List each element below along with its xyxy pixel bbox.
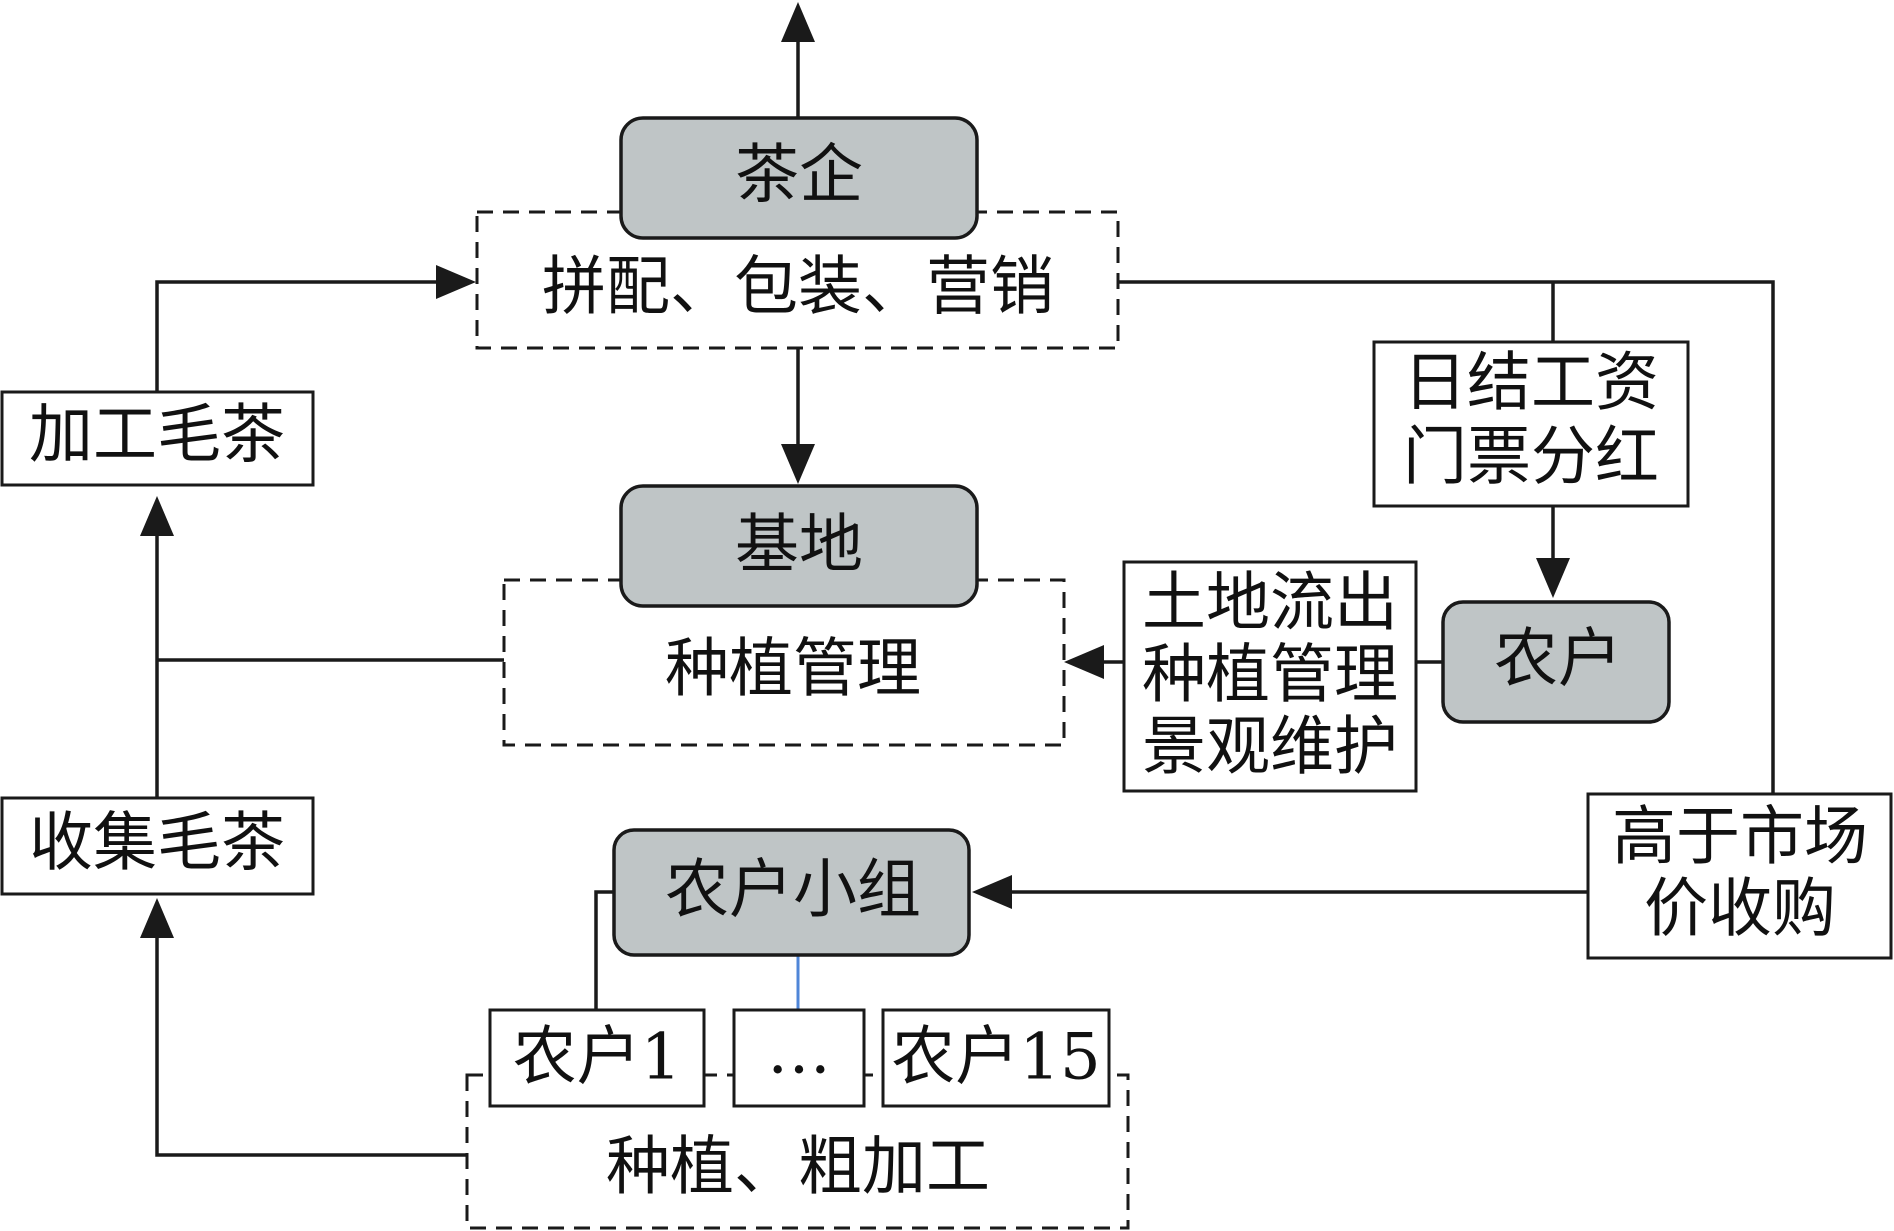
arrowhead-left-planting: [1064, 645, 1104, 679]
process-crude-tea-box: [0, 390, 315, 487]
farmer-label: 农户: [1494, 623, 1622, 697]
collect-crude-tea-box: [0, 796, 315, 896]
farmer-15-box: [881, 1008, 1111, 1108]
planting-rough-processing-label: 种植、粗加工: [606, 1131, 990, 1205]
land-transfer-line2: 种植管理: [1142, 639, 1398, 713]
daily-wages-line1: 日结工资: [1403, 347, 1659, 421]
arrowhead-down-farmer: [1536, 558, 1570, 598]
farmer-1-label: 农户1: [513, 1021, 682, 1095]
process-crude-tea-label: 加工毛茶: [29, 399, 285, 473]
above-market-line2: 价收购: [1644, 873, 1836, 947]
ellipsis-box: [732, 1008, 866, 1108]
blend-pack-market-label: 拼配、包装、营销: [542, 251, 1054, 325]
planting-management-box: [502, 578, 1066, 747]
farmer-group-section: 种植、粗加工 农户小组 农户1 … 农户15: [465, 828, 1130, 1230]
connector-group-to-farmer1: [594, 890, 614, 1010]
above-market-box: [1586, 792, 1893, 960]
arrowhead-up-top: [781, 2, 815, 42]
tea-enterprise-label: 茶企: [735, 139, 863, 213]
collect-crude-tea-label: 收集毛茶: [29, 807, 285, 881]
ellipsis-label: …: [767, 1015, 831, 1089]
arrowhead-right-blend: [436, 265, 476, 299]
above-market-line1: 高于市场: [1612, 801, 1868, 875]
arrowhead-up-process: [140, 496, 174, 536]
farmer-group-label: 农户小组: [665, 854, 921, 928]
farmer-node: [1441, 600, 1671, 724]
tea-enterprise-group: 拼配、包装、营销 茶企: [475, 116, 1120, 350]
farmer-group-node: [612, 828, 971, 957]
arrowhead-left-group: [972, 875, 1012, 909]
right-chain: 日结工资 门票分红 农户 土地流出 种植管理 景观维护 高于市场 价收购: [1122, 340, 1893, 960]
daily-wages-line2: 门票分红: [1403, 421, 1659, 495]
connector-blend-right: [1118, 280, 1775, 794]
land-transfer-box: [1122, 560, 1418, 793]
daily-wages-box: [1372, 340, 1690, 508]
base-group: 种植管理 基地: [502, 484, 1066, 747]
land-transfer-line3: 景观维护: [1142, 711, 1398, 785]
connector-process-to-blend: [155, 280, 438, 392]
farmer-1-box: [488, 1008, 706, 1108]
tea-enterprise-node: [619, 116, 979, 240]
planting-rough-processing-box: [465, 1073, 1130, 1230]
land-transfer-line1: 土地流出: [1142, 567, 1398, 641]
base-node: [619, 484, 979, 608]
left-chain: 加工毛茶 收集毛茶: [0, 390, 315, 896]
arrowhead-up-collect: [140, 898, 174, 938]
connectors: [140, 2, 1775, 1157]
planting-management-label: 种植管理: [665, 633, 921, 707]
arrowhead-down-base: [781, 444, 815, 484]
base-label: 基地: [735, 509, 863, 583]
connector-rough-to-collect: [155, 938, 467, 1157]
farmer-15-label: 农户15: [891, 1021, 1100, 1095]
